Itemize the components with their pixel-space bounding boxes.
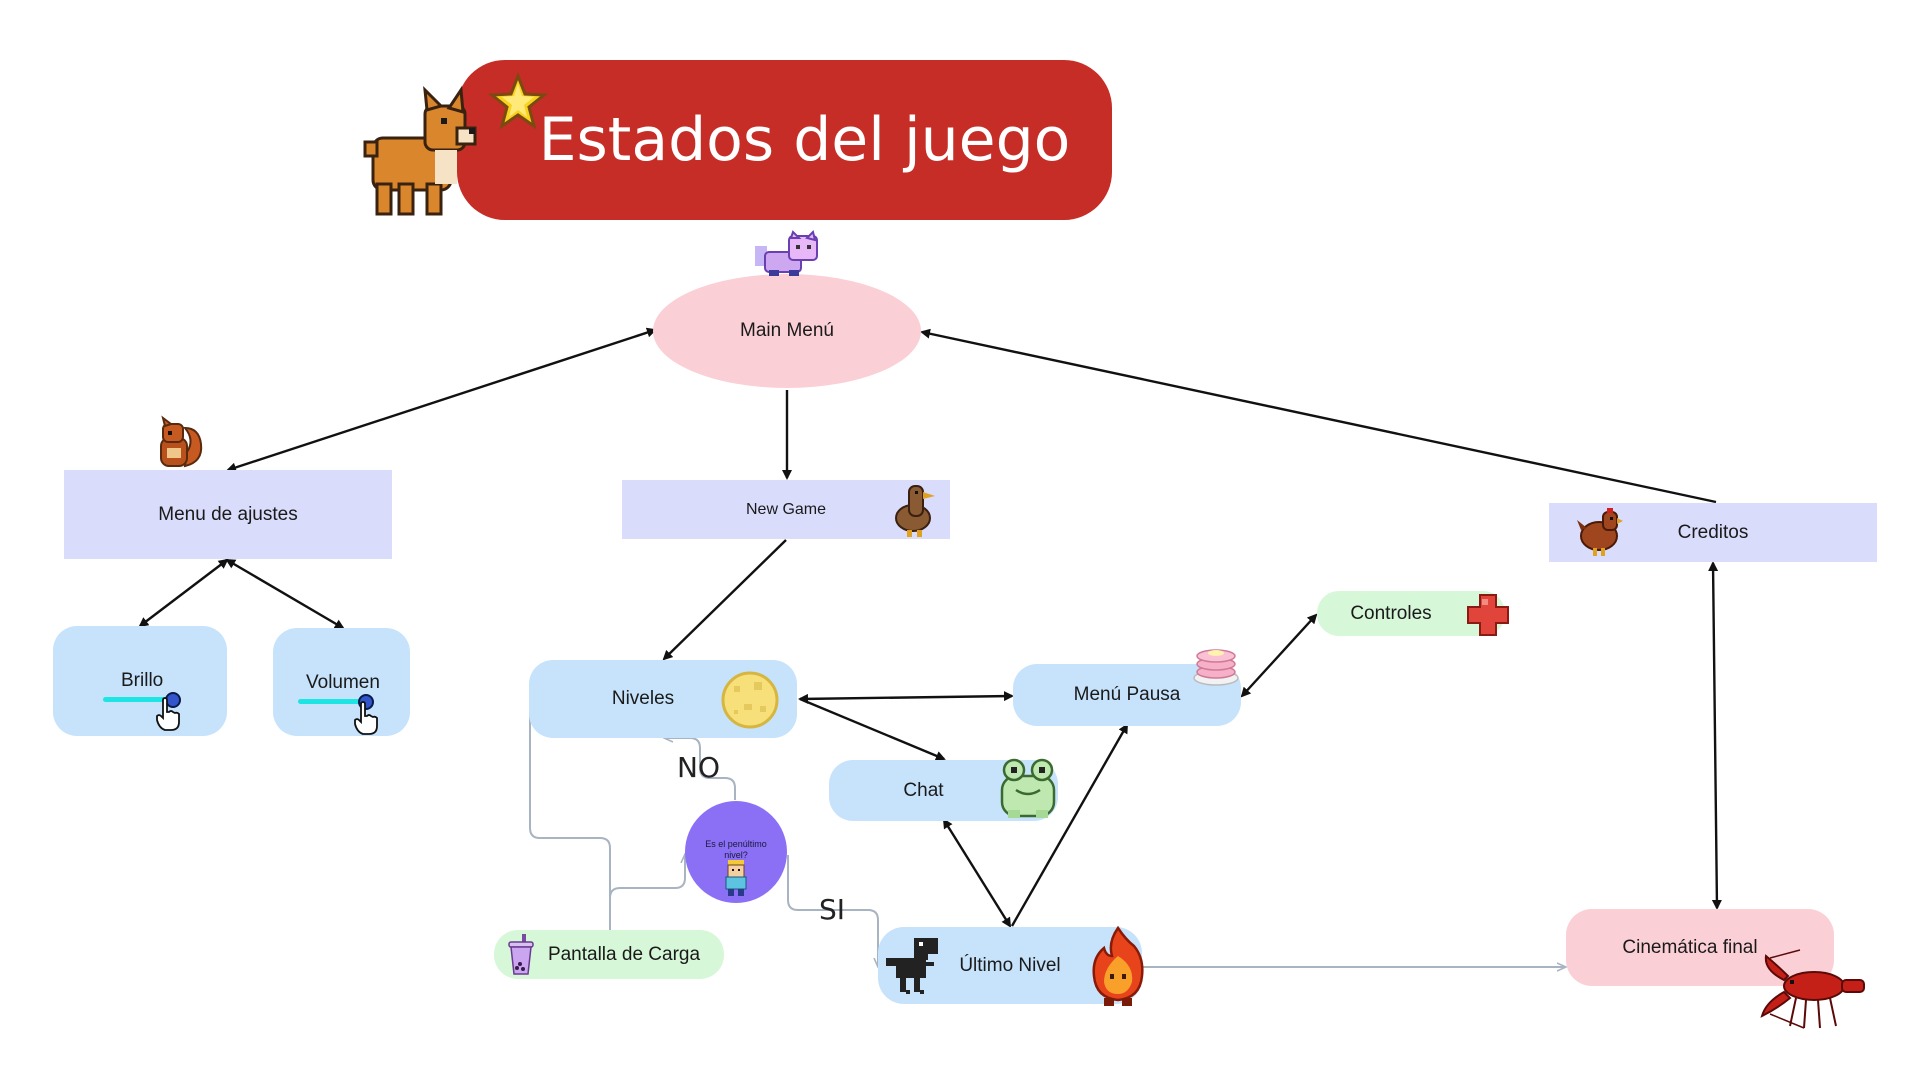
plus-icon [1467, 594, 1509, 636]
star-icon [487, 71, 549, 130]
pancake-icon [1193, 649, 1239, 686]
corgi-icon [363, 85, 477, 216]
duck-icon [895, 485, 935, 537]
node-volume-label: Volumen [306, 672, 380, 693]
dino-icon [886, 938, 938, 994]
kid-icon [725, 860, 747, 896]
edge-credits-cinematic [1708, 561, 1722, 910]
edge-decision-levels [665, 738, 736, 800]
node-volume[interactable]: Volumen [273, 628, 410, 736]
fire-icon [1092, 925, 1144, 1006]
squirrel-icon [160, 415, 203, 468]
edge-newgame-levels [662, 539, 787, 661]
node-settings-menu[interactable]: Menu de ajustes [64, 470, 392, 559]
node-brightness[interactable]: Brillo [53, 626, 227, 736]
edge-loading-decision [609, 855, 685, 930]
brightness-slider-track[interactable] [103, 697, 173, 702]
node-pause-menu-label: Menú Pausa [1073, 684, 1181, 705]
edge-main-settings [226, 327, 657, 473]
edge-loading-levels [529, 712, 611, 930]
node-loading-screen[interactable]: Pantalla de Carga [494, 930, 724, 979]
moon-icon [721, 671, 779, 729]
cursor-hand-icon [354, 701, 378, 735]
node-new-game-label: New Game [745, 500, 827, 518]
title-banner: Estados del juego [457, 60, 1112, 220]
node-main-menu[interactable]: Main Menú [653, 274, 921, 388]
node-decision-label: Es el penúltimo nivel? [705, 839, 767, 860]
edge-levels-chat [799, 697, 946, 761]
edge-levels-pause [798, 691, 1014, 704]
node-levels-label: Niveles [611, 688, 675, 709]
edge-settings-brightness [138, 558, 229, 628]
node-brightness-label: Brillo [121, 670, 164, 691]
edge-decision-last [787, 855, 878, 966]
chicken-icon [1577, 508, 1623, 556]
node-controls-label: Controles [1350, 602, 1432, 624]
bubble-tea-icon [508, 934, 534, 975]
node-loading-screen-label: Pantalla de Carga [547, 943, 701, 965]
cat-icon [755, 230, 818, 276]
lobster-icon [1760, 949, 1865, 1029]
cursor-hand-icon [156, 697, 180, 731]
edge-last-pause [1010, 723, 1129, 927]
node-final-cinematic-label: Cinemática final [1622, 936, 1758, 958]
node-chat-label: Chat [903, 779, 944, 801]
edge-label-yes: SI [819, 893, 846, 926]
edge-credits-main [920, 328, 1717, 504]
node-settings-menu-label: Menu de ajustes [158, 503, 298, 525]
node-credits-label: Creditos [1677, 521, 1749, 543]
node-main-menu-label: Main Menú [740, 320, 834, 341]
edge-chat-last [942, 818, 1012, 928]
edge-label-no: NO [677, 751, 720, 784]
frog-icon [1000, 758, 1056, 818]
node-last-level-label: Último Nivel [959, 954, 1061, 976]
node-new-game[interactable]: New Game [622, 480, 950, 539]
edge-settings-volume [225, 558, 345, 630]
edge-pause-controls [1240, 613, 1318, 698]
node-final-cinematic[interactable]: Cinemática final [1566, 909, 1834, 986]
diagram-title: Estados del juego [538, 105, 1071, 175]
volume-slider-track[interactable] [298, 699, 366, 704]
